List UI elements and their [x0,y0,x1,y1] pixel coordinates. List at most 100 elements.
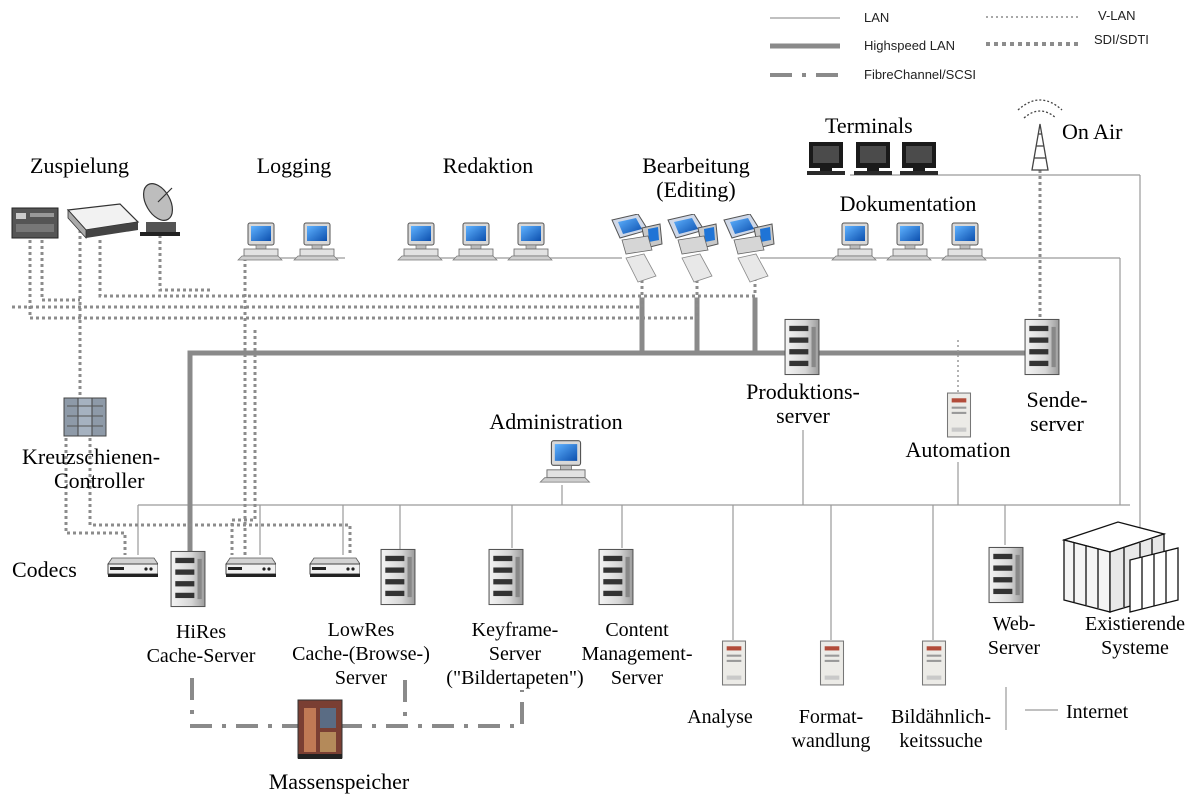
existierende-line1: Existierende [1085,613,1185,635]
lowres-line3: Server [334,667,388,689]
crossbar-controller-icon [63,397,107,437]
logging-workstations [237,222,339,261]
massenspeicher-label: Massenspeicher [268,769,410,794]
pc-icon [293,222,339,261]
fibre-links [190,678,524,728]
bearbeitung-label: Bearbeitung (Editing) [642,154,750,202]
bearbeitung-line2: (Editing) [656,177,736,202]
pc-icon [886,222,932,261]
keyframe-line3: ("Bildertapeten") [446,667,584,689]
bildaehnlichkeit-line1: Bildähnlich- [891,706,991,728]
bearbeitung-line1: Bearbeitung [642,153,750,178]
codecs-label: Codecs [12,557,77,582]
sende-line1: Sende- [1026,387,1088,412]
mainframe-icon [1061,521,1179,613]
lowres-line1: LowRes [327,619,395,641]
hires-line1: HiRes [175,621,226,643]
formatwandlung-label: Format- wandlung [792,705,871,753]
cms-line2: Management- [581,643,693,665]
cms-server-icon [598,548,634,606]
sdi-links [12,170,1042,555]
rack-recorder-icon [11,207,59,239]
lowres-server-label: LowRes Cache-(Browse-) Server [292,618,430,690]
dokumentation-workstations [831,222,987,261]
editing-station-icon [611,214,663,283]
legend-highspeed-label: Highspeed LAN [864,38,956,53]
legend-lan-label: LAN [864,10,890,25]
bildaehnlichkeit-line2: keitssuche [899,730,983,752]
zuspielung-devices [11,183,180,240]
hires-server-icon [170,550,206,608]
formatwandlung-line1: Format- [798,706,864,728]
hires-server-label: HiRes Cache-Server [147,620,256,668]
legend-sdi-label: SDI/SDTI [1094,32,1149,47]
analyse-server-icon [721,640,747,686]
legend [770,16,1078,77]
mass-storage-icon [297,699,343,759]
keyframe-server-label: Keyframe- Server ("Bildertapeten") [446,618,583,690]
pc-icon [941,222,987,261]
analyse-label: Analyse [687,706,753,728]
kreuzschienen-line2: Controller [54,468,145,493]
codec-box-icon [107,557,158,578]
formatwandlung-line2: wandlung [791,730,871,752]
redaktion-workstations [397,222,553,261]
lowres-server-icon [380,548,416,606]
codec-box-icon [309,557,360,578]
zuspielung-label: Zuspielung [30,153,129,178]
bildaehnlichkeit-server-icon [921,640,947,686]
legend-vlan-label: V-LAN [1098,8,1136,23]
on-air-label: On Air [1062,119,1123,144]
sende-line2: server [1030,411,1084,436]
terminal-icon [900,142,938,175]
lowres-line2: Cache-(Browse-) [292,643,430,665]
pc-icon [237,222,283,261]
bildaehnlichkeit-label: Bildähnlich- keitssuche [891,705,991,753]
redaktion-label: Redaktion [442,153,534,178]
codec-box-icon [225,557,276,578]
existierende-systeme-label: Existierende Systeme [1085,612,1185,660]
web-server-icon [988,546,1024,604]
pc-icon [507,222,553,261]
web-line2: Server [987,637,1041,659]
pc-icon [831,222,877,261]
legend-fibre-label: FibreChannel/SCSI [864,67,976,82]
web-server-label: Web- Server [988,612,1040,660]
pc-icon [452,222,498,261]
produktions-line2: server [776,403,830,428]
existierende-line2: Systeme [1101,637,1169,659]
terminal-icon [807,142,845,175]
terminal-icon [854,142,892,175]
produktions-line1: Produktions- [746,379,860,404]
produktions-server-icon [784,318,820,376]
cms-line1: Content [605,619,669,641]
pc-icon [397,222,443,261]
hires-line2: Cache-Server [146,645,256,667]
web-line1: Web- [992,613,1036,635]
vtr-box-icon [66,203,140,240]
sende-server-icon [1024,318,1060,376]
keyframe-server-icon [488,548,524,606]
cms-server-label: Content Management- Server [581,618,692,690]
editing-stations [611,214,775,283]
kreuzschienen-line1: Kreuzschienen- [22,444,161,469]
keyframe-line2: Server [488,643,542,665]
administration-pc-icon [539,440,591,483]
satellite-dish-icon [140,183,180,236]
editing-station-icon [723,214,775,283]
logging-label: Logging [256,153,332,178]
automation-label: Automation [905,437,1011,462]
sende-server-label: Sende- server [1026,388,1087,436]
administration-label: Administration [489,409,623,434]
editing-station-icon [667,214,719,283]
terminals [807,142,938,175]
automation-server-icon [946,392,972,438]
formatwandlung-server-icon [819,640,845,686]
terminals-label: Terminals [825,113,913,138]
cms-line3: Server [610,667,664,689]
antenna-tower-icon [1017,99,1063,171]
keyframe-line1: Keyframe- [471,619,559,641]
dokumentation-label: Dokumentation [839,191,977,216]
internet-label: Internet [1066,701,1129,723]
